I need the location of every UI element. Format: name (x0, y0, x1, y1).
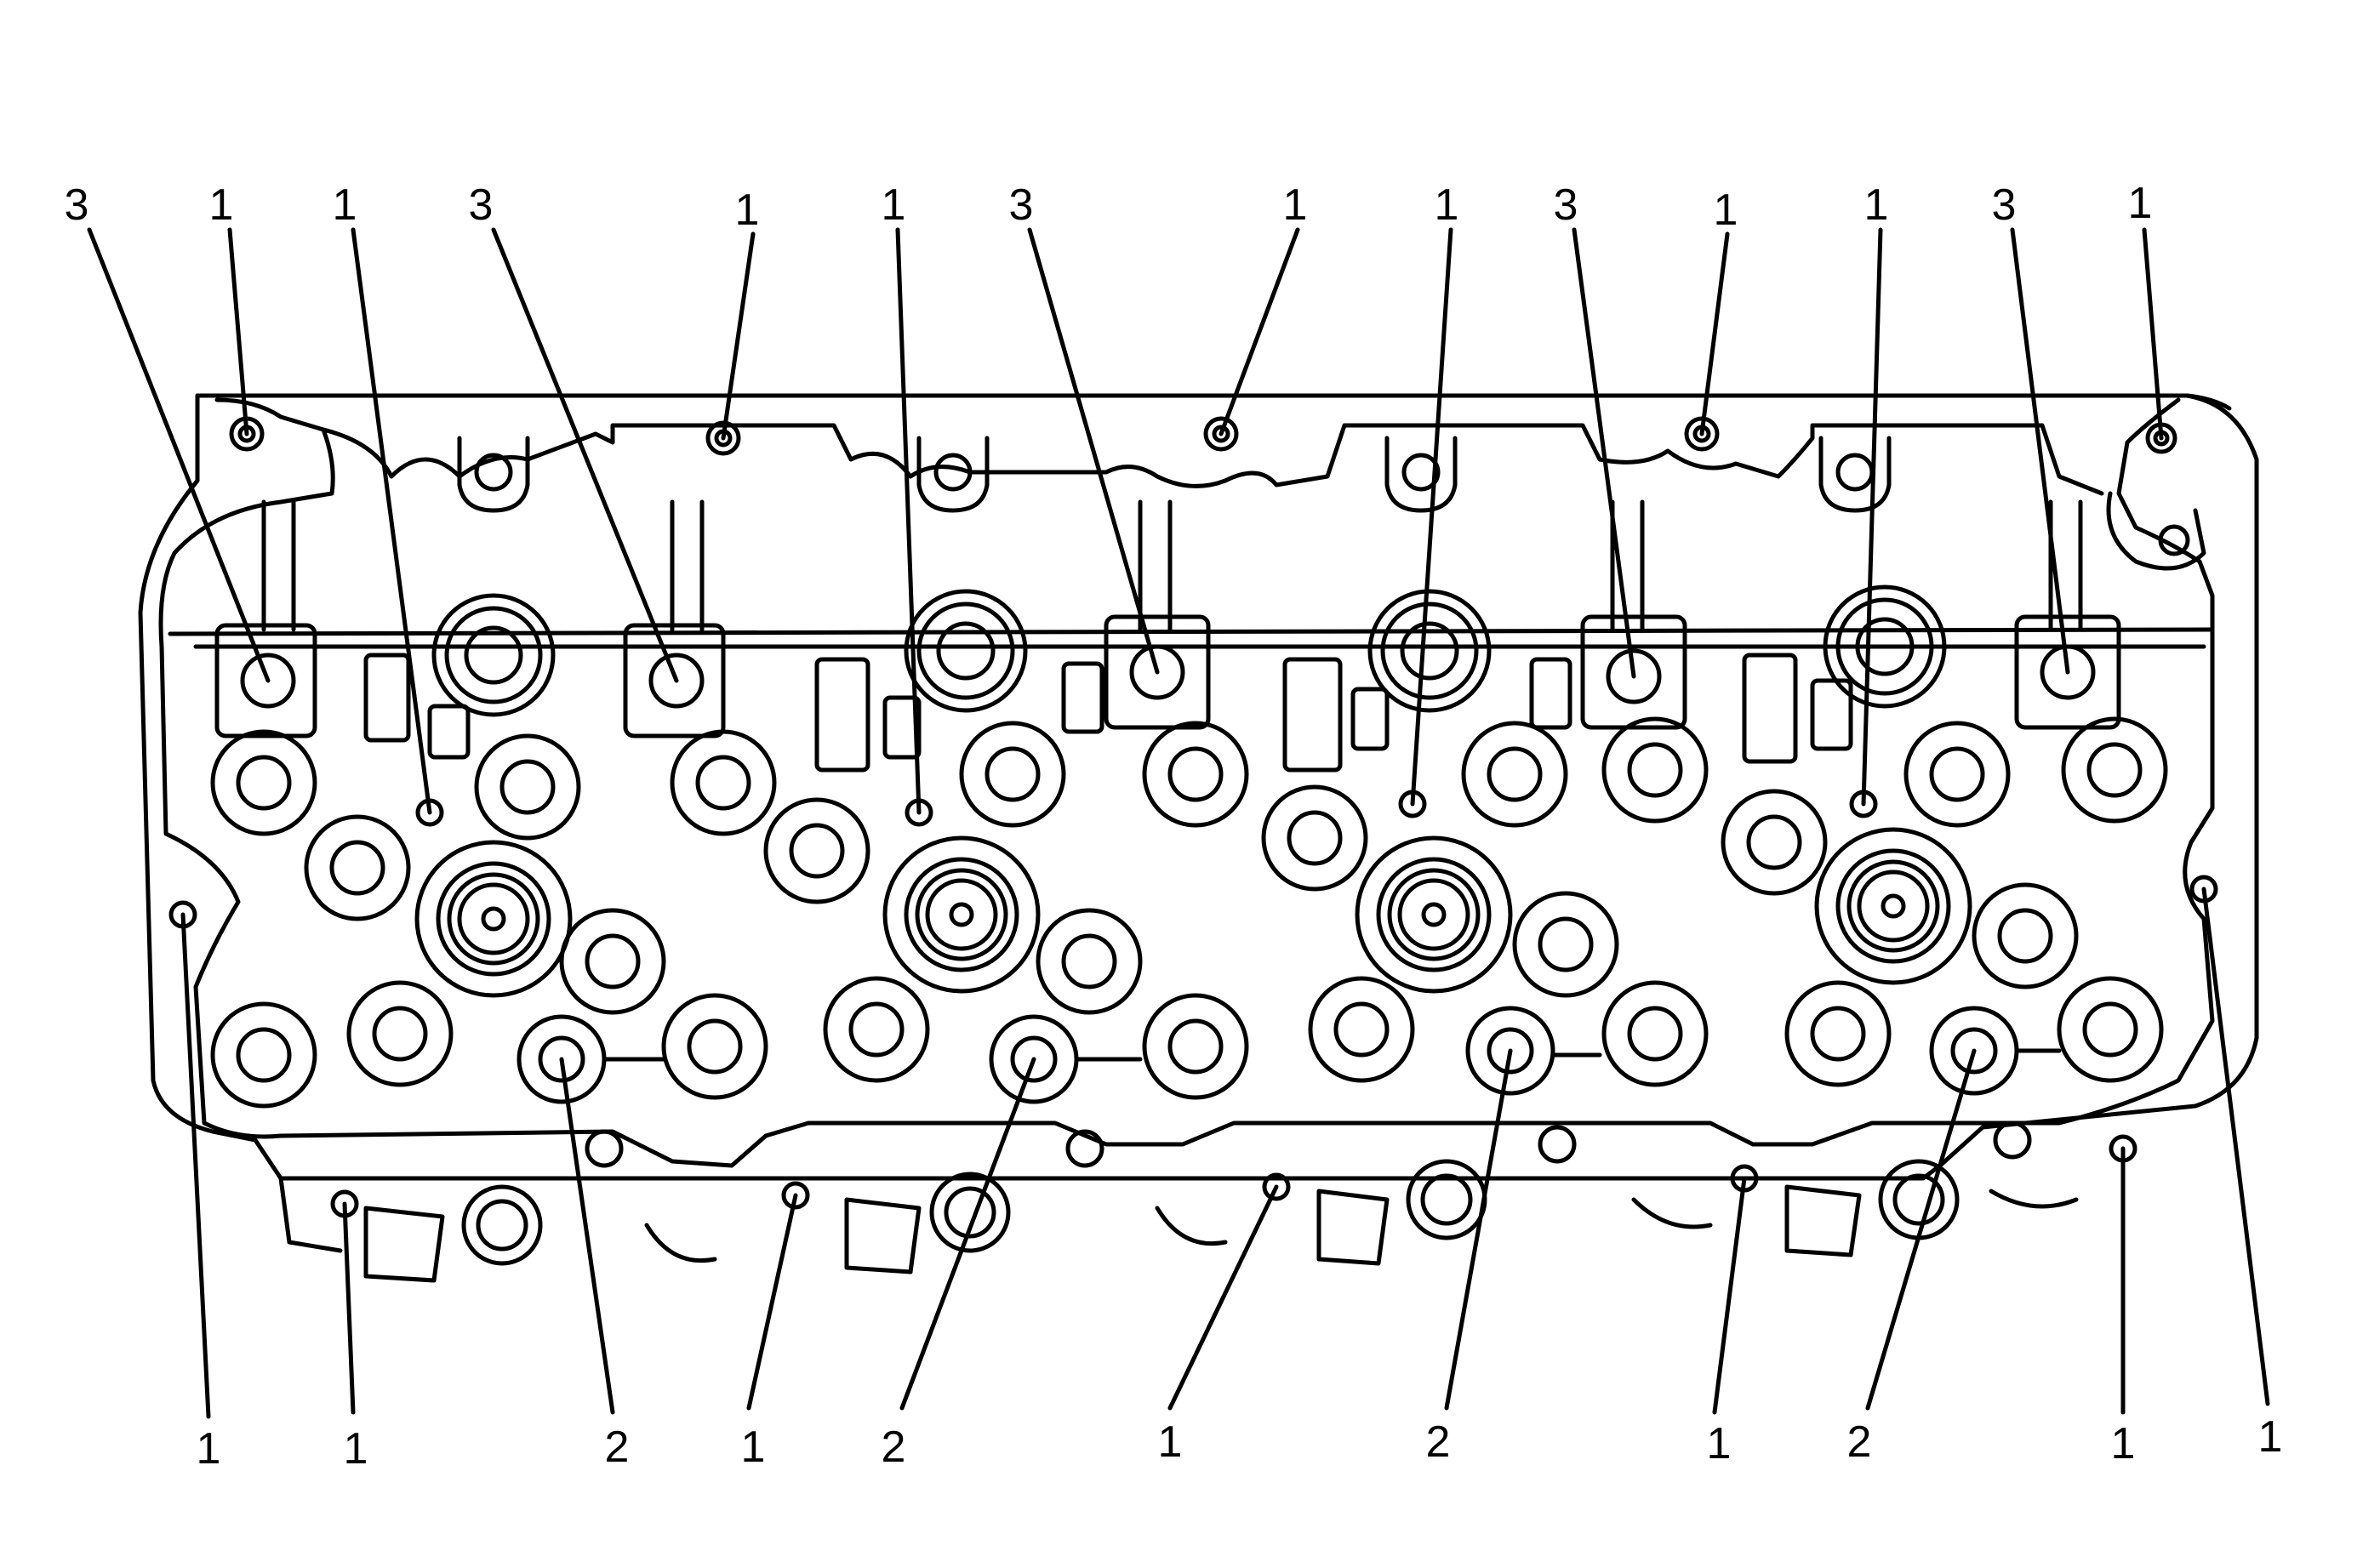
callout-label: 1 (1864, 180, 1889, 230)
pedestal-posts (168, 499, 2215, 649)
callout-labels-bottom: 1 1 2 1 2 1 2 1 2 1 1 (197, 1412, 2283, 1474)
rocker-pads (214, 614, 2121, 738)
callout-label: 3 (1554, 180, 1578, 230)
callout-label: 2 (1847, 1417, 1872, 1467)
head-bolt-holes (210, 716, 2168, 1109)
callout-label: 3 (1992, 180, 2017, 230)
callout-label: 3 (469, 180, 494, 230)
callout-label: 2 (1426, 1417, 1451, 1467)
head-outline (138, 393, 2259, 1181)
callout-label: 1 (197, 1424, 221, 1474)
intake-bosses (457, 436, 2206, 571)
callout-label: 1 (1714, 185, 1738, 235)
callout-label: 1 (2111, 1419, 2136, 1468)
callout-labels-top: 3 1 1 3 1 1 3 1 1 3 1 1 3 1 (65, 179, 2153, 235)
callout-label: 1 (741, 1423, 766, 1472)
callout-label: 3 (1009, 180, 1034, 230)
gasket-outline (158, 397, 2215, 1168)
leader-lines-1-top (227, 227, 2164, 815)
exhaust-features (278, 1120, 2079, 1283)
callout-label: 3 (65, 180, 89, 230)
callout-label: 1 (333, 180, 357, 230)
injector-sleeves (431, 584, 1947, 717)
callout-label: 1 (1707, 1419, 1732, 1468)
callout-label: 2 (605, 1423, 630, 1472)
callout-label: 1 (344, 1424, 368, 1474)
passages (363, 653, 1853, 773)
callout-label: 1 (735, 185, 760, 235)
callout-label: 1 (1158, 1417, 1183, 1467)
injector-bores (414, 827, 1972, 998)
leader-lines-3 (87, 227, 2070, 683)
callout-label: 2 (882, 1423, 906, 1472)
callout-2-holes (517, 1006, 2062, 1104)
leader-lines-bottom (180, 887, 2270, 1419)
callout-label: 1 (1435, 180, 1459, 230)
callout-label: 1 (882, 180, 906, 230)
callout-label: 1 (2128, 179, 2153, 228)
callout-label: 1 (209, 180, 234, 230)
callout-label: 1 (2258, 1412, 2283, 1462)
callout-label: 1 (1283, 180, 1308, 230)
